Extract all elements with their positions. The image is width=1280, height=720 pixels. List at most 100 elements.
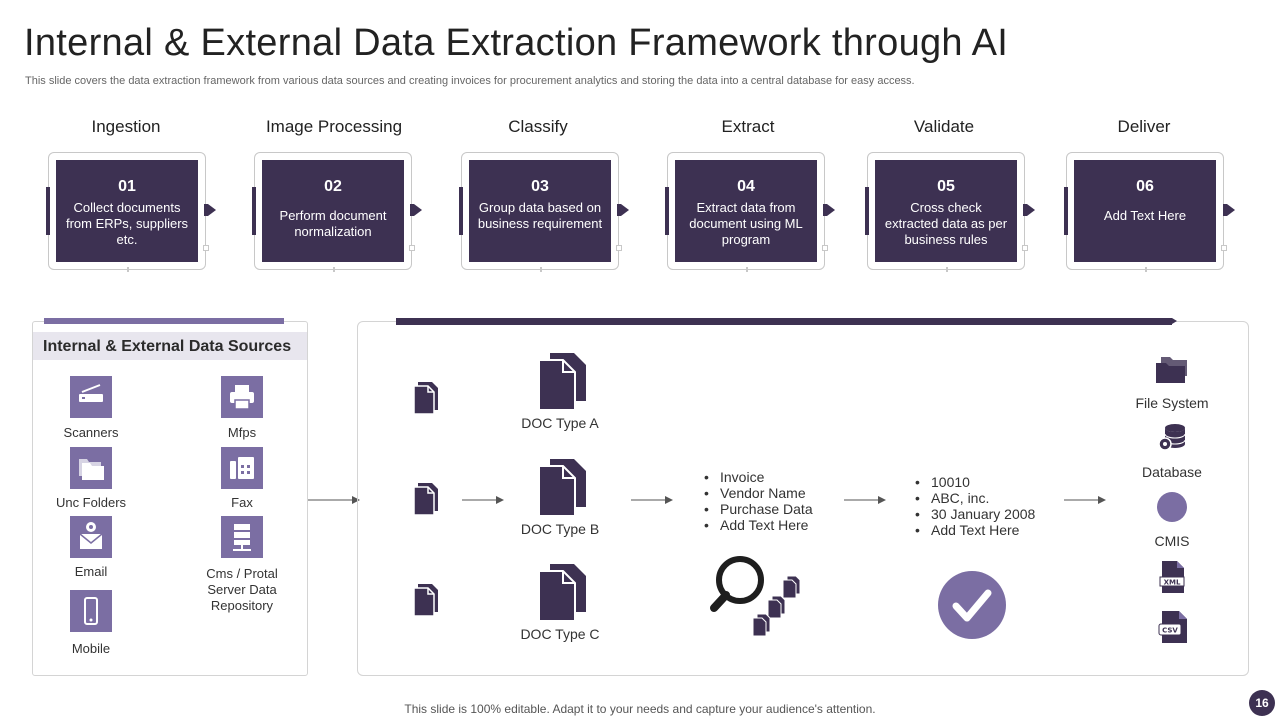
doc-type-label: DOC Type A [521, 415, 599, 431]
step-number: 04 [737, 178, 755, 195]
folder-icon [1156, 357, 1187, 383]
source-label-unc-folders: Unc Folders [55, 495, 127, 510]
doc-type-label: DOC Type B [520, 521, 600, 537]
source-label-fax: Fax [231, 495, 253, 510]
step-text: Add Text Here [1103, 208, 1187, 223]
page-number-badge: 16 [1249, 690, 1275, 716]
output-label-file-system: File System [1135, 395, 1209, 411]
documents-icon [413, 382, 438, 415]
list-item: Purchase Data [702, 501, 813, 517]
database-icon [1158, 424, 1186, 451]
step-card-02: 02 Perform document normalization [252, 152, 415, 272]
step-number: 02 [324, 178, 342, 195]
step-arrow-icon [617, 204, 629, 216]
flow-arrow-icon [844, 496, 886, 504]
stage-title-deliver: Deliver [1117, 117, 1171, 136]
step-card-01: 01 Collect documents from ERPs, supplier… [46, 152, 209, 272]
step-box: 03 Group data based on business requirem… [469, 160, 611, 262]
output-label-database: Database [1142, 464, 1202, 480]
folders-icon [70, 447, 112, 489]
list-item: Add Text Here [702, 517, 813, 533]
page-subtitle: This slide covers the data extraction fr… [25, 75, 915, 87]
step-box: 04 Extract data from document using ML p… [675, 160, 817, 262]
step-arrow-icon [1023, 204, 1035, 216]
email-icon [70, 516, 112, 558]
step-text: Collect documents from ERPs, suppliers e… [65, 200, 189, 247]
xml-file-icon: XML [1159, 561, 1185, 593]
frame-handle [822, 245, 828, 251]
step-marker [865, 187, 869, 235]
frame-handle [616, 245, 622, 251]
stage-title-ingestion: Ingestion [91, 117, 161, 136]
list-item: Vendor Name [702, 485, 813, 501]
sources-header: Internal & External Data Sources [33, 332, 307, 360]
frame-handle [1221, 245, 1227, 251]
frame-tick [946, 267, 948, 272]
step-box: 05 Cross check extracted data as per bus… [875, 160, 1017, 262]
frame-handle [203, 245, 209, 251]
output-label-cmis: CMIS [1154, 533, 1190, 549]
doc-type-b-icon [538, 459, 586, 517]
step-arrow-icon [204, 204, 216, 216]
extract-fields-list: Invoice Vendor Name Purchase Data Add Te… [702, 469, 813, 533]
step-card-04: 04 Extract data from document using ML p… [665, 152, 828, 272]
step-marker [459, 187, 463, 235]
step-number: 05 [937, 178, 955, 195]
page-title: Internal & External Data Extraction Fram… [24, 22, 1009, 64]
step-text: Cross check extracted data as per busine… [884, 200, 1008, 247]
step-card-03: 03 Group data based on business requirem… [459, 152, 622, 272]
csv-file-icon: CSV [1158, 611, 1187, 643]
printer-icon [221, 376, 263, 418]
frame-tick [746, 267, 748, 272]
frame-tick [333, 267, 335, 272]
csv-badge-text: CSV [1162, 627, 1178, 635]
stage-title-image-processing: Image Processing [265, 117, 403, 136]
footer-note: This slide is 100% editable. Adapt it to… [404, 702, 876, 716]
frame-handle [409, 245, 415, 251]
sources-accent-bar [44, 318, 284, 324]
magnifier-documents-icon [710, 556, 801, 637]
mobile-icon [70, 590, 112, 632]
scanner-icon [70, 376, 112, 418]
source-label-email: Email [74, 564, 108, 579]
source-label-cms-server: Cms / Protal Server Data Repository [206, 566, 278, 613]
doc-type-label: DOC Type C [520, 626, 600, 642]
frame-tick [127, 267, 129, 272]
documents-icon [413, 584, 438, 617]
step-card-05: 05 Cross check extracted data as per bus… [865, 152, 1028, 272]
step-text: Perform document normalization [279, 208, 387, 239]
step-number: 03 [531, 178, 549, 195]
flow-accent-bar [396, 318, 1177, 325]
stage-title-validate: Validate [913, 117, 975, 136]
frame-handle [1022, 245, 1028, 251]
list-item: Add Text Here [913, 522, 1035, 538]
step-marker [1064, 187, 1068, 235]
source-label-mfps: Mfps [227, 425, 257, 440]
step-box: 06 Add Text Here [1074, 160, 1216, 262]
source-label-scanners: Scanners [63, 425, 119, 440]
step-text: Group data based on business requirement [477, 200, 603, 231]
extract-values-list: 10010 ABC, inc. 30 January 2008 Add Text… [913, 474, 1035, 538]
doc-type-c-icon [538, 564, 586, 622]
list-item: ABC, inc. [913, 490, 1035, 506]
source-label-mobile: Mobile [71, 641, 111, 656]
documents-icon [413, 483, 438, 516]
stage-title-extract: Extract [721, 117, 775, 136]
step-box: 01 Collect documents from ERPs, supplier… [56, 160, 198, 262]
list-item: 10010 [913, 474, 1035, 490]
frame-tick [540, 267, 542, 272]
step-box: 02 Perform document normalization [262, 160, 404, 262]
flow-arrow-icon [308, 496, 360, 504]
stage-title-classify: Classify [508, 117, 568, 136]
step-number: 01 [118, 178, 136, 195]
step-number: 06 [1136, 178, 1154, 195]
flow-arrow-icon [1064, 496, 1106, 504]
list-item: 30 January 2008 [913, 506, 1035, 522]
doc-type-a-icon [538, 353, 586, 411]
step-text: Extract data from document using ML prog… [689, 200, 803, 247]
step-arrow-icon [410, 204, 422, 216]
step-card-06: 06 Add Text Here [1064, 152, 1227, 272]
frame-tick [1145, 267, 1147, 272]
step-arrow-icon [1223, 204, 1235, 216]
step-marker [46, 187, 50, 235]
